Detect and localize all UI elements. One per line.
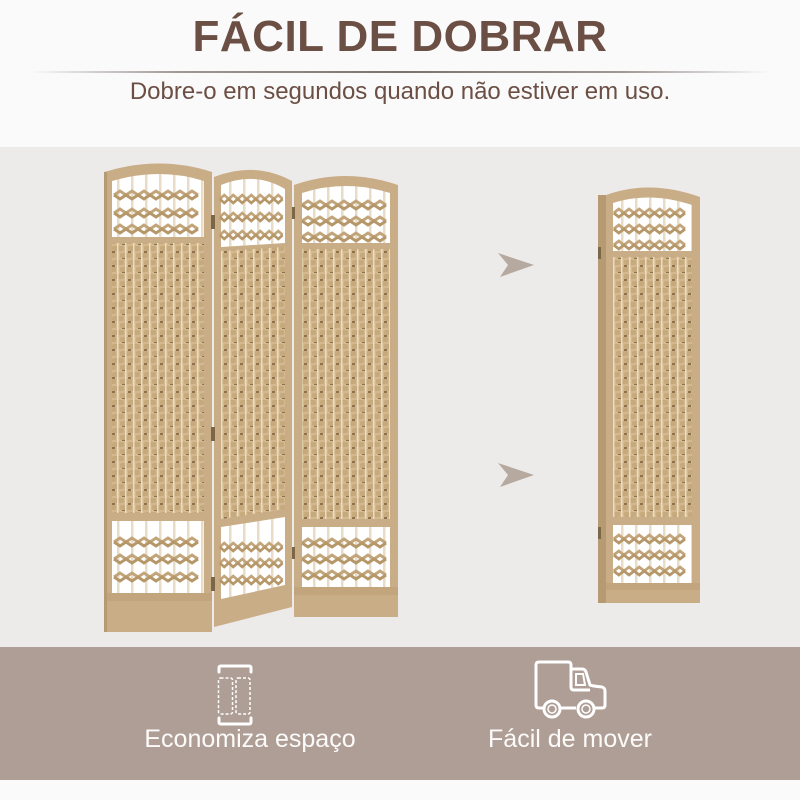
feature-save-space: Economiza espaço xyxy=(120,647,380,780)
panel-3 xyxy=(292,176,398,617)
room-divider-illustration xyxy=(104,163,700,632)
feature-easy-move: Fácil de mover xyxy=(440,647,700,780)
folded-panel xyxy=(598,187,700,603)
panel-2 xyxy=(211,169,292,627)
arrow-right-icon xyxy=(498,253,534,277)
header: FÁCIL DE DOBRAR Dobre-o em segundos quan… xyxy=(0,0,800,147)
title-divider xyxy=(30,71,770,73)
page-title: FÁCIL DE DOBRAR xyxy=(192,12,608,61)
folded-panels-icon xyxy=(217,664,253,726)
feature-label: Fácil de mover xyxy=(488,725,652,753)
bottom-margin xyxy=(0,780,800,800)
arrow-right-icon xyxy=(498,463,534,487)
feature-label: Economiza espaço xyxy=(144,725,356,753)
features-band: Economiza espaço Fácil de mover xyxy=(0,647,800,780)
product-image xyxy=(0,147,800,647)
page-subtitle: Dobre-o em segundos quando não estiver e… xyxy=(129,78,671,105)
panel-1 xyxy=(104,163,212,632)
delivery-truck-icon xyxy=(534,660,607,719)
